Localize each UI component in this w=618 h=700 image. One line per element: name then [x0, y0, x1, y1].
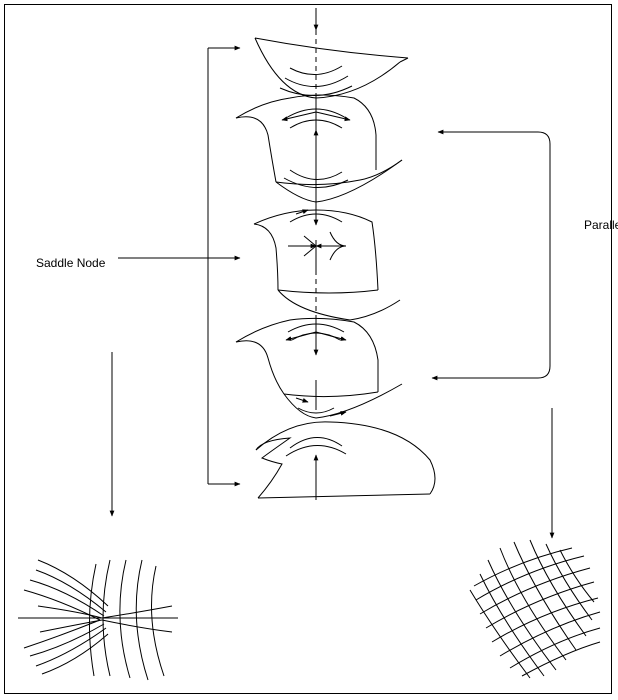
right-bracket-arrow — [431, 129, 551, 381]
fold-sheet-bottom — [255, 410, 436, 499]
saddle-node-label: Saddle Node — [36, 256, 106, 270]
fold-sheet-2 — [235, 94, 403, 203]
fold-sheet-3-saddle-node — [253, 209, 401, 321]
parallel-label: Parallel — [584, 218, 618, 232]
left-bracket-arrow — [207, 45, 241, 487]
parallel-field-pattern — [469, 539, 601, 679]
saddle-sheet-top — [254, 37, 409, 99]
figure-frame — [4, 4, 612, 694]
saddle-node-field-pattern — [18, 559, 178, 681]
fold-sheet-4 — [235, 317, 403, 419]
